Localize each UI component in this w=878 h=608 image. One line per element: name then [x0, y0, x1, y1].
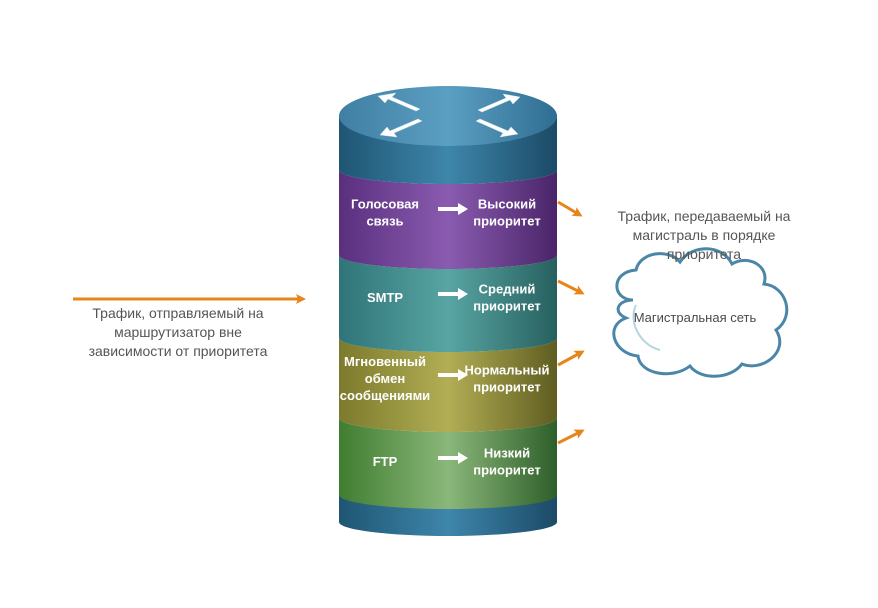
router-cross-arrows-icon: [377, 92, 521, 138]
white-arrow-icon: [438, 288, 468, 300]
white-arrow-icon: [438, 452, 468, 464]
outgoing-line: магистраль в порядке: [632, 227, 776, 243]
outgoing-arrows: [557, 200, 585, 445]
queue-band-voice: [339, 170, 557, 269]
queue-band-smtp: [339, 255, 557, 352]
queue-traffic-label: FTP: [373, 454, 398, 469]
incoming-line: маршрутизатор вне: [114, 324, 242, 340]
outgoing-line: приоритета: [666, 246, 742, 262]
cloud-icon: [612, 247, 789, 378]
cloud-label: Магистральная сеть: [633, 310, 757, 325]
white-arrow-icon: [438, 369, 468, 381]
queue-traffic-label: SMTP: [367, 290, 403, 305]
incoming-line: Трафик, отправляемый на: [92, 305, 264, 321]
incoming-line: зависимости от приоритета: [88, 343, 268, 359]
queue-band-ftp: [339, 418, 557, 509]
orange-arrow-icon: [557, 429, 585, 445]
orange-arrow-icon: [557, 200, 583, 217]
queue-band-im: [339, 338, 557, 432]
orange-arrow-icon: [557, 279, 585, 295]
white-arrow-icon: [438, 203, 468, 215]
cylinder-top: [339, 86, 557, 146]
cloud-inner-shade: [632, 304, 661, 351]
outgoing-traffic-label: Трафик, передаваемый на магистраль в пор…: [596, 207, 812, 264]
outgoing-line: Трафик, передаваемый на: [617, 208, 791, 224]
orange-arrow-icon: [557, 350, 585, 367]
incoming-traffic-label: Трафик, отправляемый на маршрутизатор вн…: [70, 304, 286, 361]
